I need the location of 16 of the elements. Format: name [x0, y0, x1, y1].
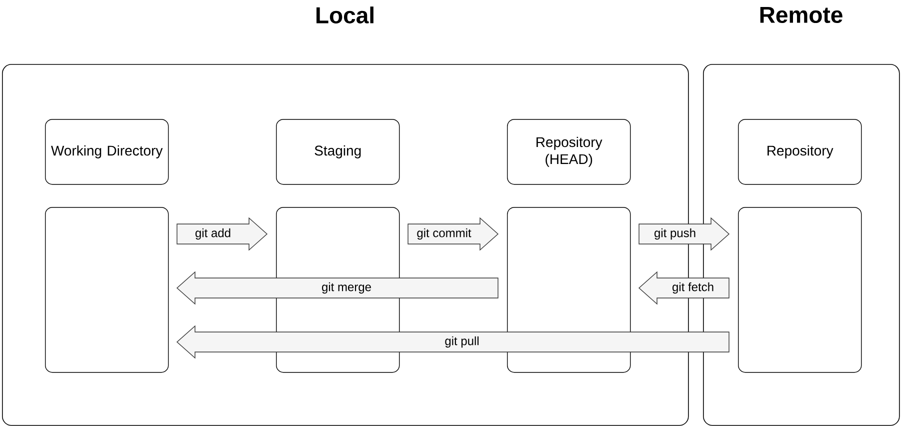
stage-box: Working Directory — [45, 119, 169, 185]
content-box — [45, 207, 169, 373]
stage-box: Repository — [738, 119, 862, 185]
edge-label: git commit — [416, 227, 472, 241]
stage-box: Repository (HEAD) — [507, 119, 631, 185]
node-label: Local — [316, 6, 374, 24]
edge-label: git fetch — [671, 281, 716, 295]
edge-label: git merge — [320, 281, 373, 295]
edge-label: git add — [194, 227, 232, 241]
block-arrow — [176, 325, 730, 359]
stage-box: Staging — [276, 119, 400, 185]
edge-label: git push — [653, 227, 698, 241]
node-label: Remote — [760, 6, 842, 24]
edge-label: git pull — [444, 335, 480, 349]
content-box — [738, 207, 862, 373]
block-arrow — [176, 271, 498, 305]
